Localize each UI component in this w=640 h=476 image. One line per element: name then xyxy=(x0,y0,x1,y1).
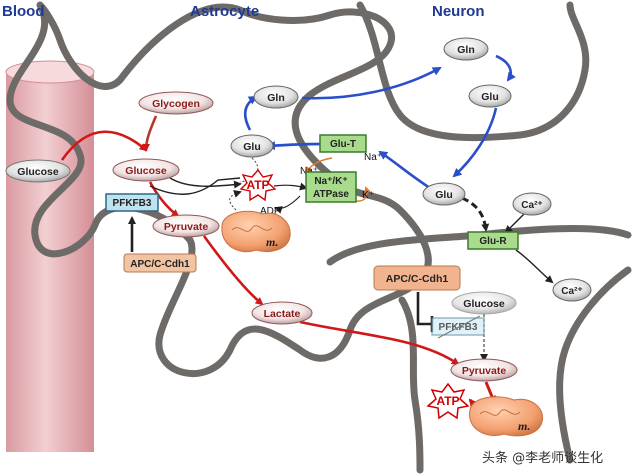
node-glu-neuron-top: Glu xyxy=(468,84,512,108)
node-pfkfb3-neuron: PFKFB3 xyxy=(431,317,485,336)
glur-label: Glu-R xyxy=(479,236,507,247)
lactate-label: Lactate xyxy=(264,308,301,320)
neuron-top-membrane xyxy=(356,1,590,142)
node-ca-top: Ca²⁺ xyxy=(512,192,552,216)
apc-neuron-label: APC/C-Cdh1 xyxy=(386,273,449,285)
gln-astrocyte-label: Gln xyxy=(267,92,285,104)
glucose-blood-label: Glucose xyxy=(17,166,59,178)
node-pfkfb3-astrocyte: PFKFB3 xyxy=(105,193,159,212)
node-glycogen: Glycogen xyxy=(138,91,214,115)
mitochondrion-neuron: m. xyxy=(469,396,544,437)
node-atpase: Na⁺/K⁺ ATPase xyxy=(305,171,357,203)
node-pyruvate-astrocyte: Pyruvate xyxy=(152,214,220,238)
arrow-na-k-orange-1 xyxy=(304,157,333,174)
header-neuron: Neuron xyxy=(432,3,485,20)
atp-neuron-label: ATP xyxy=(436,394,459,408)
node-glu-neuron: Glu xyxy=(422,182,466,206)
arrow-glu-to-glut xyxy=(378,150,431,190)
pyruvate-neuron-label: Pyruvate xyxy=(462,365,507,377)
node-glur: Glu-R xyxy=(467,231,519,250)
pfkfb3-neuron-strike xyxy=(437,315,481,339)
glucose-astrocyte-label: Glucose xyxy=(125,165,167,177)
mito-cristae-astrocyte xyxy=(231,225,273,232)
node-glucose-neuron: Glucose xyxy=(451,291,517,315)
arrow-ca-to-glur xyxy=(504,213,525,234)
arrow-neuron-glu-down xyxy=(452,107,498,178)
node-lactate: Lactate xyxy=(251,301,313,325)
glut-label: Glu-T xyxy=(330,139,356,150)
glycogen-label: Glycogen xyxy=(152,98,200,110)
blood-vessel xyxy=(5,60,95,452)
mito-shape-neuron xyxy=(469,396,544,437)
node-gln-astrocyte: Gln xyxy=(253,85,299,109)
atp-astrocyte-label: ATP xyxy=(246,178,269,192)
node-apc-astrocyte: APC/C-Cdh1 xyxy=(123,253,197,273)
arrow-atp-to-atpase xyxy=(273,182,308,191)
glucose-neuron-label: Glucose xyxy=(463,298,505,310)
node-glut: Glu-T xyxy=(319,134,367,153)
glu-neuron-label: Glu xyxy=(435,189,453,201)
header-astrocyte: Astrocyte xyxy=(190,3,259,20)
neuron-bottom-membrane xyxy=(326,225,632,474)
pfkfb3-astrocyte-label: PFKFB3 xyxy=(113,198,152,209)
node-glu-astrocyte: Glu xyxy=(230,134,274,158)
watermark: 头条 @李老师谈生化 xyxy=(482,450,603,466)
node-glucose-blood: Glucose xyxy=(5,159,71,183)
arrow-glucose-to-atp-2 xyxy=(149,177,241,195)
pyruvate-astrocyte-label: Pyruvate xyxy=(164,221,209,233)
arrow-pyruvate-to-lactate xyxy=(202,235,264,306)
arrow-glucose-to-pyruvate xyxy=(148,181,180,218)
arrow-glu-to-gln xyxy=(243,95,258,131)
arrow-glur-to-ca xyxy=(515,249,554,284)
atpase-label-1: Na⁺/K⁺ xyxy=(314,176,347,187)
arrow-atpase-adp xyxy=(274,195,301,214)
arrow-gln-to-neuron xyxy=(301,66,442,100)
apc-astrocyte-label: APC/C-Cdh1 xyxy=(130,259,190,270)
arrow-lactate-to-neuron-pyruvate xyxy=(299,320,460,366)
mito-cristae-neuron xyxy=(479,409,521,416)
node-atp-astrocyte: ATP xyxy=(239,168,277,202)
header-blood: Blood xyxy=(2,3,45,20)
dotted-mito-to-atp xyxy=(229,190,242,211)
atpase-label-2: ATPase xyxy=(313,189,349,200)
arrow-glut-to-glu xyxy=(266,141,321,151)
mitochondrion-astrocyte: m. xyxy=(221,210,291,253)
node-gln-neuron: Gln xyxy=(443,37,489,61)
node-atp-neuron: ATP xyxy=(426,382,470,420)
gln-neuron-label: Gln xyxy=(457,44,475,56)
arrow-glu-to-glur xyxy=(461,196,490,232)
adp-label: ADP xyxy=(260,206,281,217)
arrow-glycogen-to-glucose xyxy=(142,115,158,152)
node-glucose-astrocyte: Glucose xyxy=(112,158,180,182)
mito-shape-astrocyte xyxy=(221,210,291,253)
atp-star-astrocyte xyxy=(239,168,277,202)
inhibit-apc-pfkfb3 xyxy=(416,292,432,326)
arrow-glucose-to-atp xyxy=(169,177,242,189)
arrow-glucose-blood-to-astrocyte xyxy=(60,130,148,161)
glu-neuron-top-label: Glu xyxy=(481,91,499,103)
k-ion: K⁺ xyxy=(362,190,374,201)
arrow-neuron-gln-to-glu xyxy=(495,54,516,82)
ca-top-label: Ca²⁺ xyxy=(521,200,542,211)
atp-star-neuron xyxy=(426,382,470,420)
glu-astrocyte-label: Glu xyxy=(243,141,261,153)
node-pyruvate-neuron: Pyruvate xyxy=(450,358,518,382)
mito-astrocyte-label: m. xyxy=(266,235,278,249)
node-apc-neuron: APC/C-Cdh1 xyxy=(373,265,461,291)
ca-neuron-label: Ca²⁺ xyxy=(561,286,582,297)
astrocyte-membrane xyxy=(6,1,432,377)
mito-neuron-label: m. xyxy=(518,419,530,433)
na-ion-2: Na⁺ xyxy=(364,152,382,163)
node-ca-neuron: Ca²⁺ xyxy=(552,278,592,302)
